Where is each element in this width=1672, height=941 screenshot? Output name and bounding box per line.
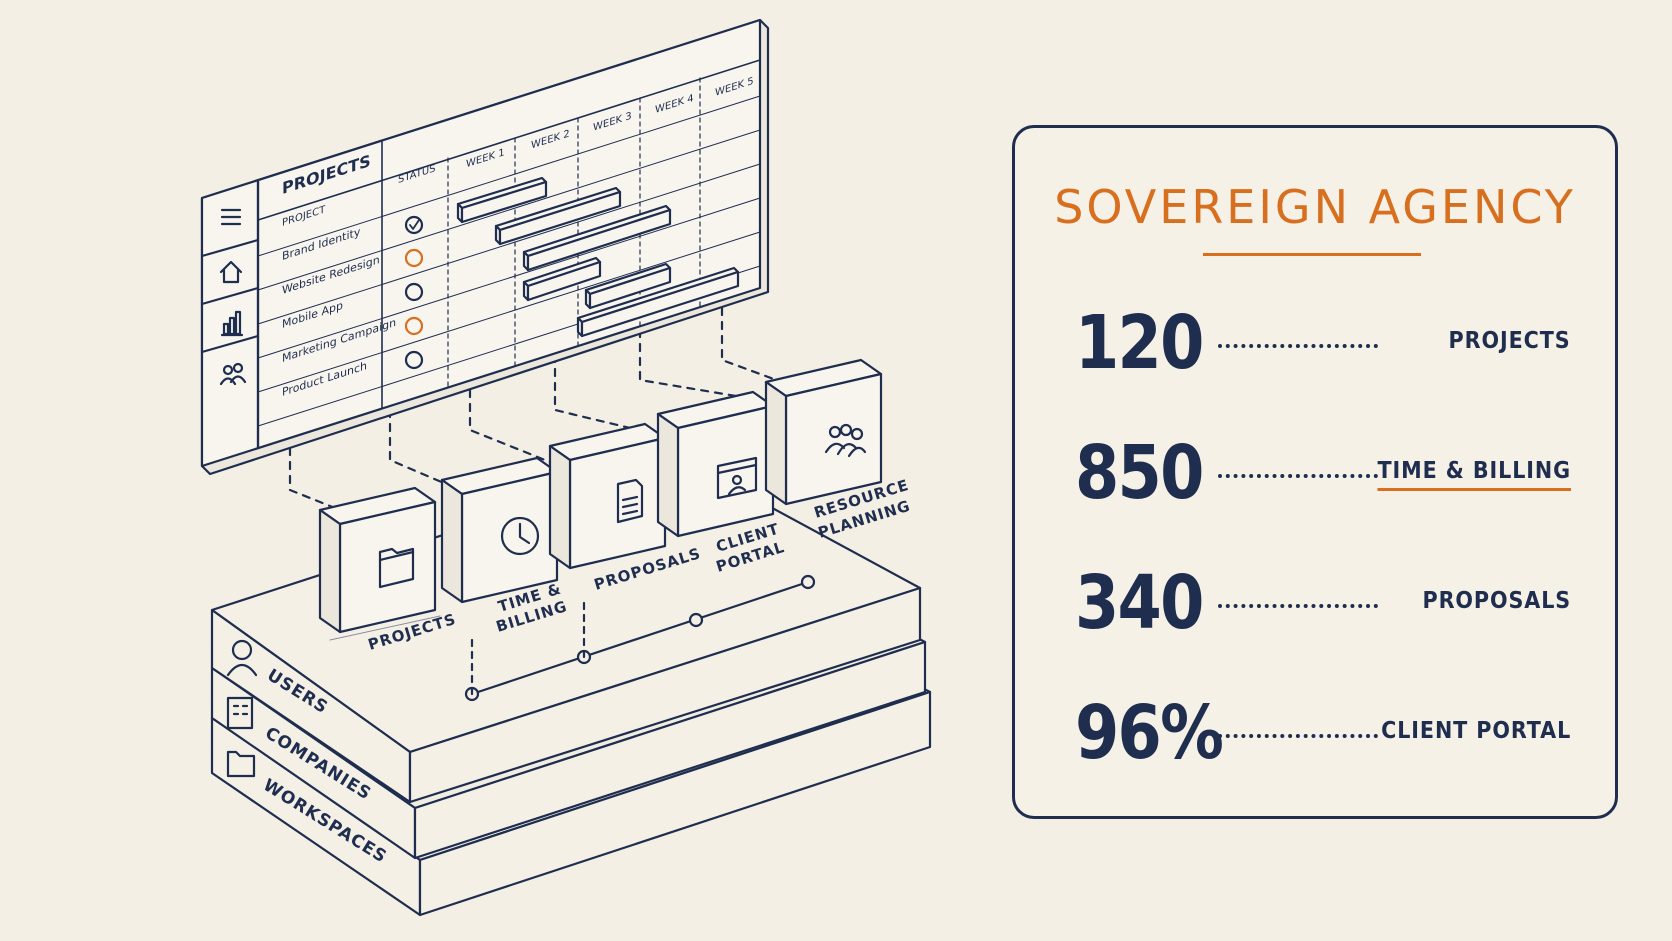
layer-users — [210, 456, 922, 804]
stat-value: 850 — [1075, 430, 1204, 516]
cube-time-billing — [440, 456, 559, 604]
stat-row-projects: 120 PROJECTS — [1015, 300, 1621, 390]
connector-lines — [288, 306, 792, 512]
gantt-bar — [576, 266, 740, 338]
gantt-bar — [584, 262, 672, 310]
status-done-icon — [404, 215, 424, 235]
stats-card: SOVEREIGN AGENCY 120 PROJECTS 850 TIME &… — [1012, 125, 1618, 819]
menu-icon — [220, 208, 242, 226]
user-icon — [226, 639, 258, 677]
stat-row-client-portal: 96% CLIENT PORTAL — [1015, 690, 1621, 780]
brand-underline — [1203, 253, 1421, 256]
stat-value: 96% — [1075, 690, 1224, 776]
folder-icon — [378, 547, 415, 589]
home-icon — [219, 260, 243, 284]
stat-label: CLIENT PORTAL — [1380, 718, 1571, 744]
stat-row-time-billing: 850 TIME & BILLING — [1015, 430, 1621, 520]
stat-row-proposals: 340 PROPOSALS — [1015, 560, 1621, 650]
status-pending-icon — [404, 282, 424, 302]
team-icon — [824, 423, 867, 458]
document-icon — [616, 478, 644, 524]
gantt-screen — [200, 18, 770, 476]
cube-proposals — [548, 422, 667, 570]
users-icon — [219, 362, 247, 386]
status-in-progress-icon — [404, 248, 424, 268]
dotted-leader — [1218, 604, 1378, 608]
isometric-diagram: PROJECTS STATUS PROJECT WEEK 1 WEEK 2 WE… — [200, 18, 932, 917]
gantt-bar — [522, 256, 602, 302]
folder-icon — [226, 750, 256, 778]
cube-resource-planning — [764, 358, 883, 506]
bar-chart-icon — [220, 310, 244, 337]
browser-user-icon — [716, 456, 758, 500]
status-pending-icon — [404, 350, 424, 370]
gantt-bar — [522, 204, 672, 272]
dotted-leader — [1218, 344, 1378, 348]
building-icon — [226, 696, 254, 730]
stat-label: PROJECTS — [1449, 328, 1571, 354]
dotted-leader — [1218, 474, 1378, 478]
stat-value: 120 — [1075, 300, 1204, 386]
connector-timeline — [464, 574, 816, 702]
status-in-progress-icon — [404, 316, 424, 336]
gantt-bar — [456, 176, 548, 224]
stat-label: PROPOSALS — [1422, 588, 1571, 614]
cube-projects — [318, 486, 441, 641]
stat-label: TIME & BILLING — [1377, 458, 1571, 491]
stat-value: 340 — [1075, 560, 1204, 646]
gantt-bar — [494, 186, 622, 246]
clock-icon — [500, 516, 540, 556]
brand-title: SOVEREIGN AGENCY — [1054, 180, 1576, 234]
dotted-leader — [1218, 734, 1378, 738]
